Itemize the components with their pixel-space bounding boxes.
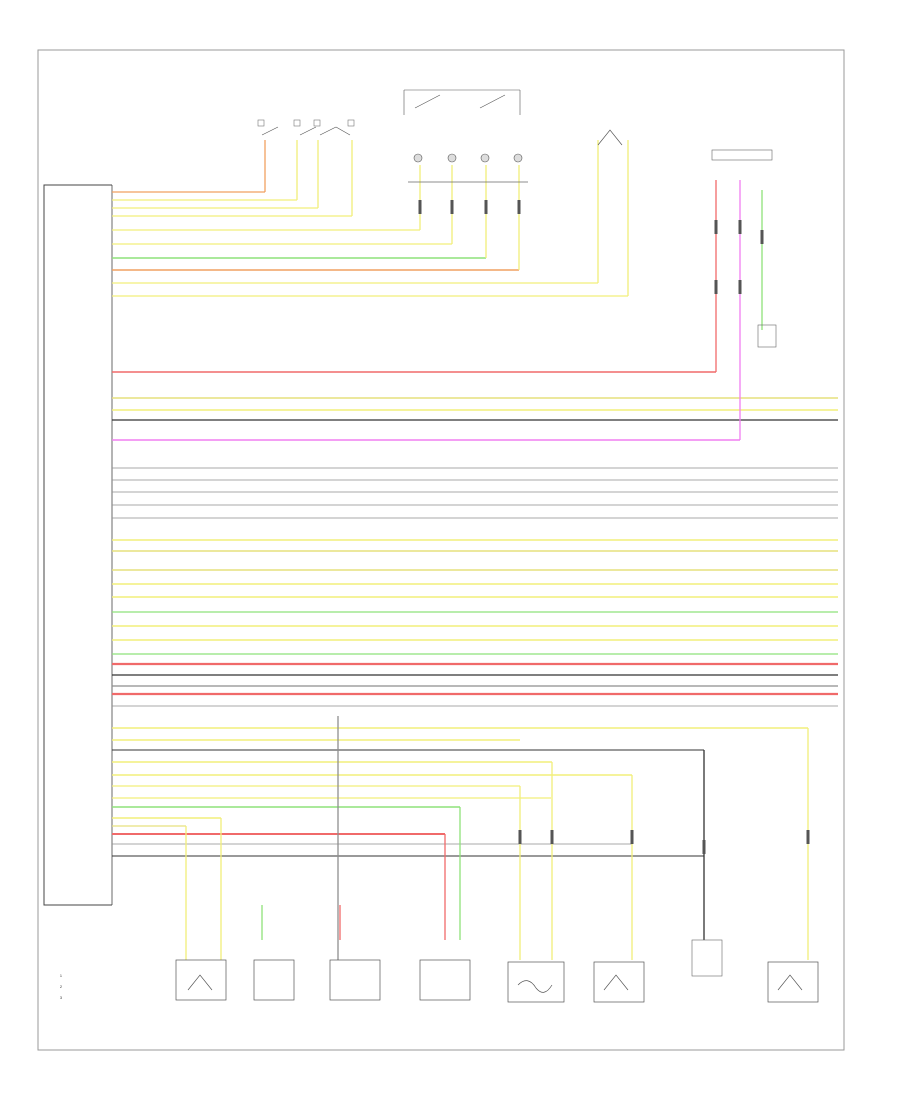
- connector-mark-14: [518, 830, 522, 844]
- component-bottom-1: [175, 959, 227, 1001]
- connector-mark-4: [517, 200, 521, 214]
- component-bottom-2: [253, 959, 295, 1001]
- top-components: [257, 89, 777, 348]
- component-seat-switch: [257, 119, 355, 136]
- connector-mark-6: [714, 280, 718, 294]
- bottom-components: [175, 939, 819, 1003]
- legend: 1 2 3: [60, 974, 62, 1000]
- connector-mark-12: [702, 840, 706, 854]
- ground-symbol-right: [757, 324, 777, 348]
- component-occupant-sensor: [711, 149, 773, 161]
- component-steering-pad: [403, 89, 528, 183]
- component-bottom-7: [691, 939, 723, 977]
- legend-1-symbol: 1: [60, 974, 62, 978]
- connector-mark-10: [550, 830, 554, 844]
- connector-mark-9: [760, 230, 764, 244]
- harness-wires: [112, 140, 838, 960]
- component-clock-spring: [597, 129, 623, 146]
- connector-mark-11: [630, 830, 634, 844]
- connector-mark-13: [806, 830, 810, 844]
- legend-item-3: 3: [60, 996, 62, 1000]
- connector-mark-2: [450, 200, 454, 214]
- connector-mark-7: [738, 220, 742, 234]
- left-module-outline: [43, 184, 112, 906]
- legend-item-1: 1: [60, 974, 62, 978]
- legend-3-symbol: 3: [60, 996, 62, 1000]
- connector-mark-3: [484, 200, 488, 214]
- component-bottom-6: [593, 961, 645, 1003]
- diagram-frame: [37, 49, 845, 1051]
- component-bottom-5: [507, 961, 565, 1003]
- connector-mark-5: [714, 220, 718, 234]
- legend-2-symbol: 2: [60, 985, 62, 989]
- component-bottom-8: [767, 961, 819, 1003]
- component-bottom-4: [419, 959, 471, 1001]
- connector-mark-8: [738, 280, 742, 294]
- component-bottom-3: [329, 959, 381, 1001]
- legend-item-2: 2: [60, 985, 62, 989]
- connector-mark-1: [418, 200, 422, 214]
